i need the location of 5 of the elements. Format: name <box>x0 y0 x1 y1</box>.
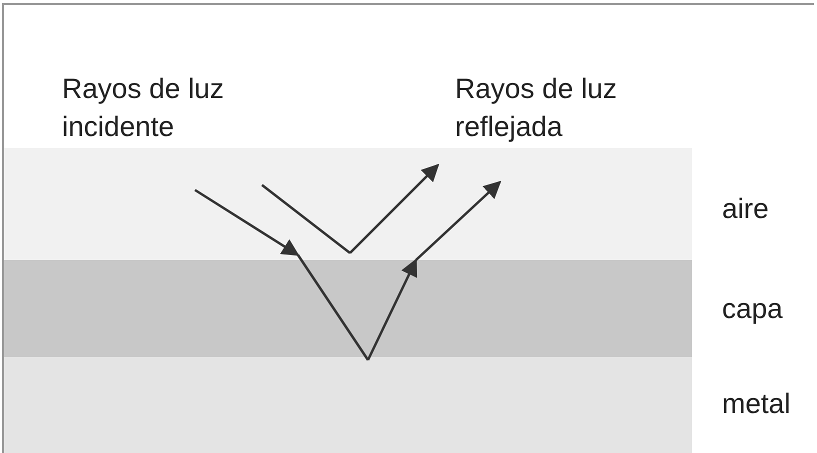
ray-caption: Rayos de luz incidente <box>62 72 225 144</box>
layer-label: capa <box>722 292 784 326</box>
ray-caption: Rayos de luz reflejada <box>455 72 618 144</box>
layer-label: aire <box>722 192 770 226</box>
layer-label: metal <box>722 387 792 421</box>
